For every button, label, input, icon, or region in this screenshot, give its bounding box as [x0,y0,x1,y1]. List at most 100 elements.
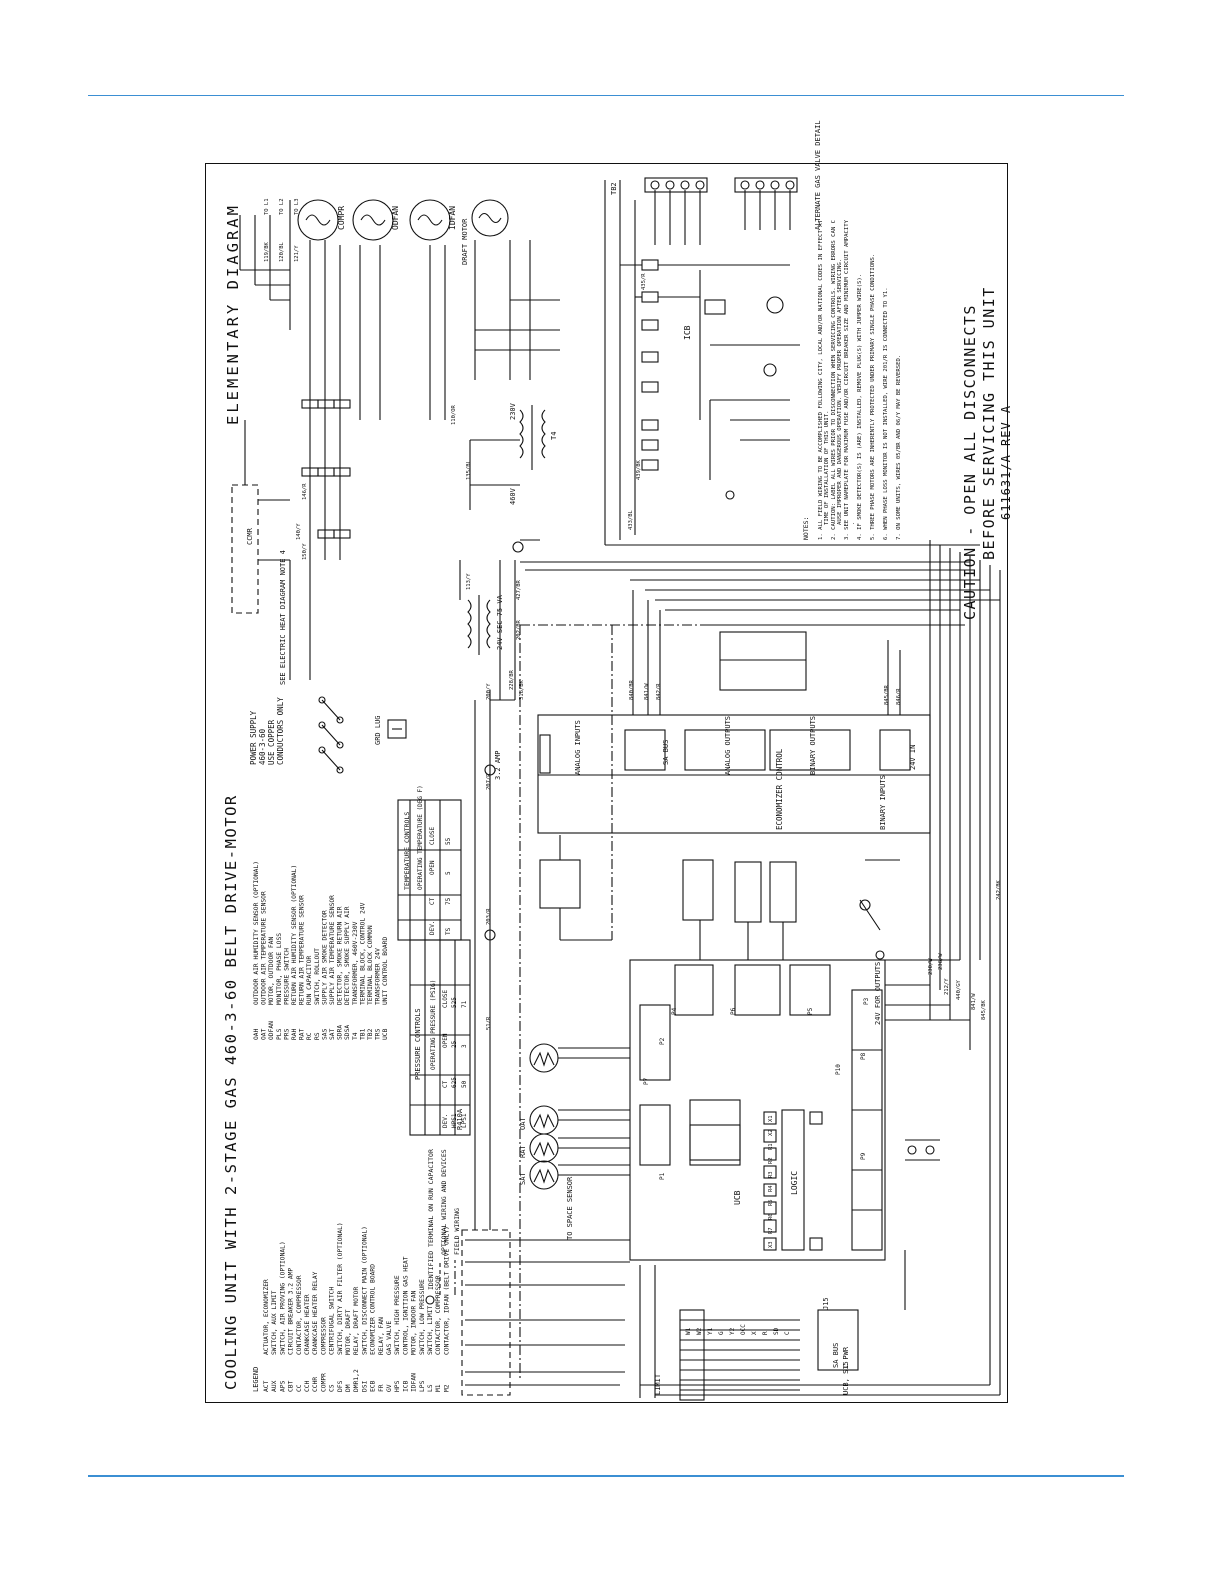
diagram-heading: ELEMENTARY DIAGRAM [224,203,242,425]
power-supply-3: USE COPPER [267,719,276,765]
legend-desc: PRESSURE SWITCH [283,948,290,1005]
ucb-limit: LIMIT [654,1373,662,1395]
note-item: 7. ON SOME UNITS, WIRES 05/BR AND 06/Y M… [896,355,902,540]
icb-label: ICB [683,325,692,340]
wire-label: 207/R [486,773,492,790]
ucb-header-label: P3 [863,997,870,1005]
logic-pin-label: R6 [768,1213,774,1220]
power-supply-2: 460-3-60 [258,728,267,765]
caution-line2: BEFORE SERVICING THIS UNIT [980,286,998,560]
legend-desc: CENTRIFUGAL SWITCH [329,1287,336,1355]
legend-desc: RELAY, DRAFT MOTOR [353,1287,360,1355]
ucb-terminal-label: SD [773,1327,780,1335]
legend-code: TB1 [359,1028,366,1040]
legend-desc: SWITCH, ROLLOUT [314,948,321,1005]
legend-desc: CONTACTOR, IDFAN (BELT DRIVE ONLY) [443,1226,450,1355]
note-item-cont: TIME OF INSTALLATION OF THIS UNIT. [824,410,830,525]
legend-desc: CRANKCASE HEATER [304,1294,311,1355]
legend-desc: TERMINAL BLOCK COMMON [367,925,374,1005]
legend-desc: ACTUATOR, ECONOMIZER [263,1279,270,1355]
wire-label: 121/Y [294,245,300,262]
pressure-cell: 525 [451,997,458,1008]
wire-label: 845/BK [981,999,987,1020]
legend-desc: TERMINAL BLOCK, CONTROL 24V [359,902,366,1005]
idfan-label: IDFAN [448,206,457,230]
diagram-title: COOLING UNIT WITH 2-STAGE GAS 460-3-60 B… [222,794,240,1390]
temp-col-header: DEV. [429,921,436,935]
legend-code: DMR1,2 [353,1369,360,1392]
ucb-c-pwr: C PWR [842,1346,850,1368]
aps-switch [769,861,797,923]
legend-desc: UNIT CONTROL BOARD [382,937,389,1005]
legend-code: T4 [352,1032,359,1040]
legend-desc: COMPRESSOR [320,1317,327,1355]
ecb-sa-bus: SA BUS [662,740,670,765]
legend-desc: SUPPLY AIR SMOKE DETECTOR [321,910,328,1005]
legend-code: SAT [329,1028,336,1040]
compressor-motor-icon [297,199,339,241]
legend-code: LS [427,1384,434,1392]
wire-label: 146/R [302,483,308,500]
legend-code: ACT [263,1380,270,1392]
pressure-col-header: CLOSE [442,990,449,1008]
wire-label: 840/BR [629,679,635,700]
logic-label: LOGIC [790,1171,799,1195]
pressure-col-header: CT [442,1080,449,1088]
pressure-col-header: OPEN [442,1033,449,1048]
temperature-controls-title: TEMPERATURE CONTROLS [403,812,411,890]
legend-desc: DETECTOR, SMOKE SUPPLY AIR [344,906,351,1005]
legend-code: CS [329,1384,336,1392]
legend-desc: SWITCH, DISCONNECT MAIN (OPTIONAL) [361,1226,368,1355]
ec1-sensor-icon [529,1043,559,1073]
ucb-s15: UCB, S15 [842,1361,850,1395]
logic-pin-label: X1 [768,1115,774,1122]
logic-pin-label: X2 [768,1129,774,1136]
temp-cell: 55 [445,837,452,845]
header-rule [88,95,1124,96]
odfan-label: ODFAN [391,206,400,230]
ucb-terminal-label: W1 [685,1327,692,1335]
actuator-box [719,631,807,691]
legend-code: HPS [394,1380,401,1392]
ucb-header-label: P10 [835,1064,842,1075]
logic-pin-label: R7 [768,1227,774,1234]
ucb-terminal-label: W2 [696,1327,703,1335]
oat-label: OAT [519,1117,527,1130]
legend-code: APS [279,1380,286,1392]
legend-code: OAT [261,1028,268,1040]
pressure-cell: 3 [461,1044,468,1048]
legend-code: TB2 [367,1028,374,1040]
legend-code: RC [306,1032,313,1040]
logic-pin-label: R3 [768,1171,774,1178]
note-item: 1. ALL FIELD WIRING TO BE ACCOMPLISHED F… [818,219,824,540]
logic-pin-label: R1 [768,1143,774,1150]
wire-label: 841/W [971,993,977,1010]
ucb-header-label: P9 [860,1152,867,1160]
pressure-cell: 71 [461,1000,468,1008]
legend-desc: SWITCH, AUX LIMIT [271,1290,278,1355]
wire-label: 150/Y [302,543,308,560]
legend-desc: CRANKCASE HEATER RELAY [312,1271,319,1355]
legend-desc: MOTOR, INDOOR FAN [411,1290,418,1355]
wire-label: 51/R [486,1016,492,1030]
pressure-controls-title: PRESSURE CONTROLS [414,1008,422,1080]
drawing-number: 611631/A REV A [999,405,1013,520]
logic-pin-label: R4 [768,1185,774,1192]
legend-code: TRS [375,1028,382,1040]
notes-heading: NOTES: [802,517,810,540]
wire-label: 427/BR [516,579,522,600]
ucb-terminal-label: X [751,1331,758,1335]
legend-desc: RELAY, FAN [378,1317,385,1355]
wire-label: 135/BL [466,459,472,480]
ecb-analog-outputs: ANALOG OUTPUTS [724,716,732,775]
legend-code: RS [314,1032,321,1040]
compr-label: COMPR [337,206,346,230]
ucb-terminal-label: R [762,1331,769,1335]
draft-motor-label: DRAFT MOTOR [461,218,469,265]
legend-code: SDRA [337,1025,344,1040]
wire-label: 200/Y [486,683,492,700]
legend-desc: RETURN AIR HUMIDITY SENSOR (OPTIONAL) [291,865,298,1005]
